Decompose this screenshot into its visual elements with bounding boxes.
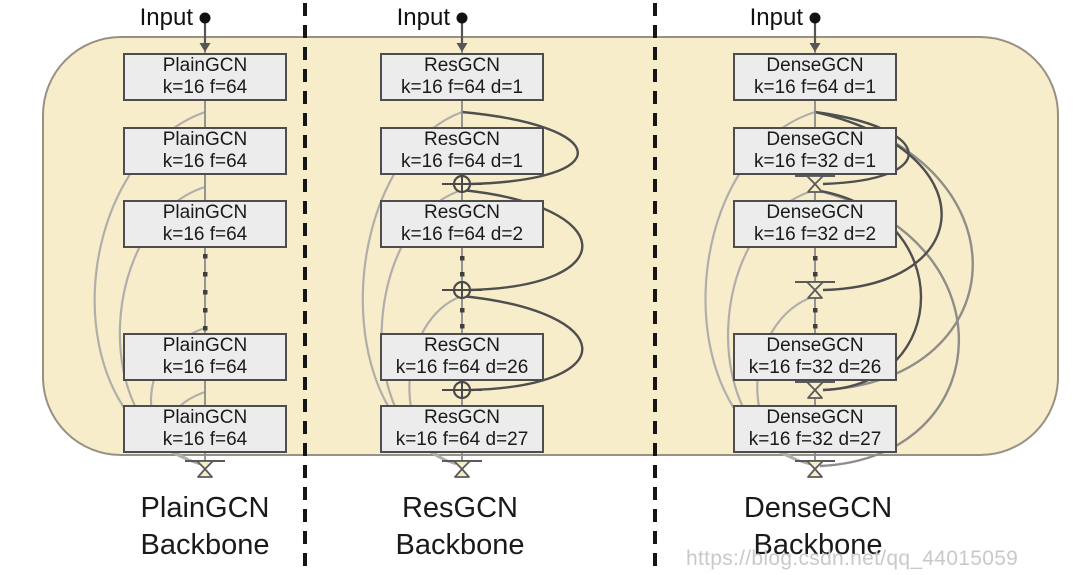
block-name: DenseGCN xyxy=(766,55,864,76)
block-params: k=16 f=64 d=1 xyxy=(400,77,524,98)
block-params: k=16 f=64 d=27 xyxy=(395,429,529,450)
block-params: k=16 f=32 d=27 xyxy=(748,429,882,450)
caption-densegcn-backbone: DenseGCN Backbone xyxy=(668,490,968,564)
block-name: PlainGCN xyxy=(162,202,248,223)
resgcn-block-5: ResGCN k=16 f=64 d=27 xyxy=(380,405,544,453)
caption-line2: Backbone xyxy=(395,529,525,561)
block-name: PlainGCN xyxy=(162,55,248,76)
input-label-densegcn: Input xyxy=(749,4,803,31)
plaingcn-block-2: PlainGCN k=16 f=64 xyxy=(123,127,287,175)
block-params: k=16 f=32 d=26 xyxy=(748,357,882,378)
block-name: ResGCN xyxy=(423,407,500,428)
block-params: k=16 f=64 d=26 xyxy=(395,357,529,378)
plaingcn-block-3: PlainGCN k=16 f=64 xyxy=(123,200,287,248)
block-name: DenseGCN xyxy=(766,407,864,428)
densegcn-fusion-concat-icon xyxy=(794,460,836,478)
block-name: ResGCN xyxy=(423,55,500,76)
block-name: DenseGCN xyxy=(766,335,864,356)
resgcn-ellipsis-dots xyxy=(460,256,465,329)
block-name: ResGCN xyxy=(423,202,500,223)
block-name: DenseGCN xyxy=(766,202,864,223)
resgcn-block-4: ResGCN k=16 f=64 d=26 xyxy=(380,333,544,381)
block-params: k=16 f=64 xyxy=(162,357,248,378)
densegcn-block-1: DenseGCN k=16 f=64 d=1 xyxy=(733,53,897,101)
block-params: k=16 f=64 xyxy=(162,151,248,172)
block-params: k=16 f=32 d=1 xyxy=(753,151,877,172)
densegcn-block-3: DenseGCN k=16 f=32 d=2 xyxy=(733,200,897,248)
csdn-watermark: https://blog.csdn.net/qq_44015059 xyxy=(686,547,1019,570)
block-params: k=16 f=64 xyxy=(162,224,248,245)
caption-line1: PlainGCN xyxy=(140,492,270,524)
densegcn-block-5: DenseGCN k=16 f=32 d=27 xyxy=(733,405,897,453)
block-params: k=16 f=64 d=1 xyxy=(400,151,524,172)
caption-resgcn-backbone: ResGCN Backbone xyxy=(310,490,610,564)
resgcn-fusion-concat-icon xyxy=(441,460,483,478)
block-params: k=16 f=64 xyxy=(162,77,248,98)
input-label-plaingcn: Input xyxy=(139,4,193,31)
block-name: DenseGCN xyxy=(766,129,864,150)
densegcn-ellipsis-dots xyxy=(813,256,818,329)
resgcn-block-2: ResGCN k=16 f=64 d=1 xyxy=(380,127,544,175)
resgcn-block-3: ResGCN k=16 f=64 d=2 xyxy=(380,200,544,248)
plaingcn-ellipsis-dots xyxy=(203,254,208,331)
block-params: k=16 f=64 xyxy=(162,429,248,450)
plaingcn-fusion-concat-icon xyxy=(184,460,226,478)
resgcn-block-1: ResGCN k=16 f=64 d=1 xyxy=(380,53,544,101)
block-name: ResGCN xyxy=(423,129,500,150)
densegcn-block-4: DenseGCN k=16 f=32 d=26 xyxy=(733,333,897,381)
caption-line2: Backbone xyxy=(140,529,270,561)
caption-line1: ResGCN xyxy=(401,492,518,524)
block-params: k=16 f=64 d=2 xyxy=(400,224,524,245)
resgcn-residual-curves xyxy=(461,110,584,392)
caption-plaingcn-backbone: PlainGCN Backbone xyxy=(55,490,355,564)
block-name: ResGCN xyxy=(423,335,500,356)
plaingcn-block-4: PlainGCN k=16 f=64 xyxy=(123,333,287,381)
caption-line1: DenseGCN xyxy=(743,492,893,524)
block-name: PlainGCN xyxy=(162,129,248,150)
block-params: k=16 f=32 d=2 xyxy=(753,224,877,245)
plaingcn-block-5: PlainGCN k=16 f=64 xyxy=(123,405,287,453)
plaingcn-block-1: PlainGCN k=16 f=64 xyxy=(123,53,287,101)
block-params: k=16 f=64 d=1 xyxy=(753,77,877,98)
column-separators xyxy=(303,3,657,573)
block-name: PlainGCN xyxy=(162,407,248,428)
input-label-resgcn: Input xyxy=(396,4,450,31)
densegcn-block-2: DenseGCN k=16 f=32 d=1 xyxy=(733,127,897,175)
caption-line2: Backbone xyxy=(753,529,883,561)
block-name: PlainGCN xyxy=(162,335,248,356)
